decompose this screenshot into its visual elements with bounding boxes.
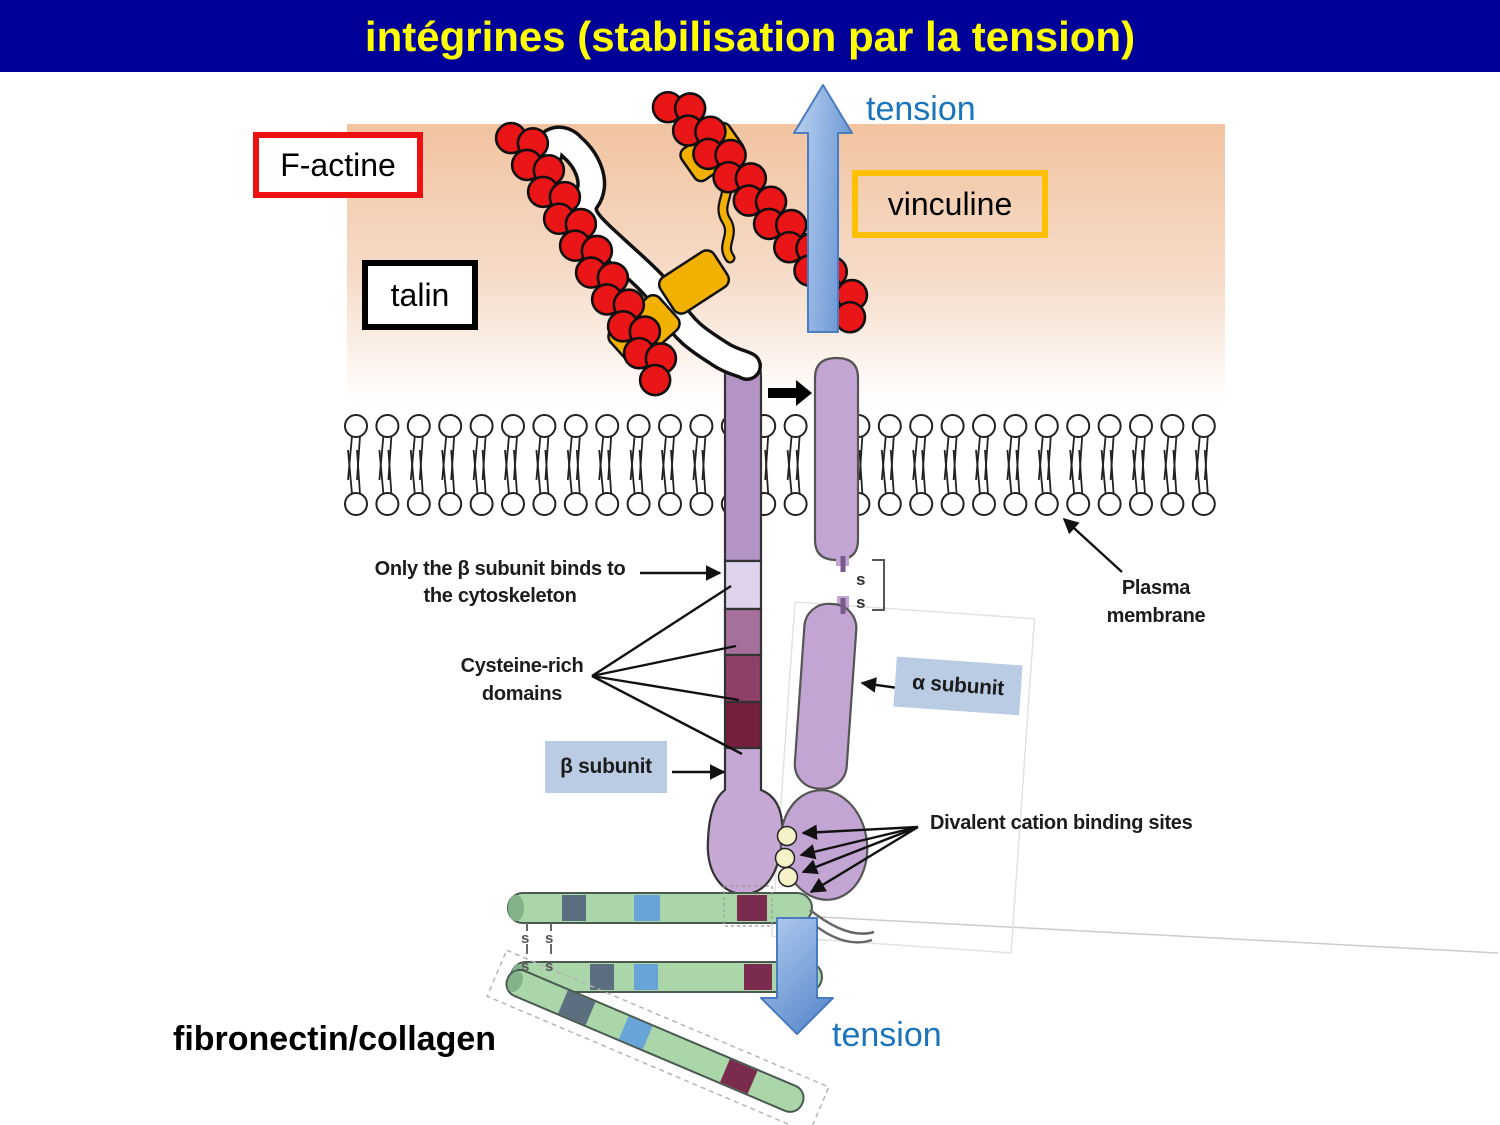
alpha-subunit-arrow	[860, 677, 899, 693]
f-actine-label: F-actine	[280, 146, 396, 183]
activation-shift-right-arrow	[768, 380, 812, 406]
vinculine-label-box: vinculine	[852, 170, 1048, 238]
divalent-cation-label: Divalent cation binding sites	[930, 812, 1193, 834]
plasma-membrane-arrow	[1062, 517, 1123, 573]
fibronectin-bars	[486, 885, 830, 1125]
tension-up-arrow	[793, 84, 853, 333]
tension-label-bottom: tension	[832, 1016, 942, 1054]
disulfide-bonds-fibronectin: s s s s	[521, 923, 553, 975]
fibronectin-collagen-label: fibronectin/collagen	[173, 1020, 497, 1058]
leader-arrows	[591, 517, 1123, 894]
only-beta-binds-label: Only the β subunit binds to the cytoskel…	[374, 558, 626, 607]
disulfide-s-label: s	[856, 570, 865, 589]
tilted-fibronectin-bar	[486, 949, 830, 1125]
slide-title-bar: intégrines (stabilisation par la tension…	[0, 0, 1500, 72]
alpha-subunit-shape	[779, 356, 869, 901]
page-title: intégrines (stabilisation par la tension…	[364, 13, 1136, 60]
beta-subunit-label-box: β subunit	[545, 741, 667, 793]
divalent-cation-sites	[774, 825, 799, 888]
scan-artifact-lines	[770, 601, 1499, 954]
f-actine-label-box: F-actine	[253, 132, 423, 198]
disulfide-s-label: s	[856, 593, 865, 612]
alpha-subunit-label-box: α subunit	[893, 656, 1023, 716]
cytoplasm-gradient-background	[347, 124, 1225, 404]
disulfide-s-label: s	[521, 958, 529, 975]
plasma-membrane-label: Plasma membrane	[1106, 577, 1206, 627]
disulfide-s-label: s	[521, 930, 529, 947]
cysteine-rich-domains-label: Cysteine-rich domains	[460, 655, 584, 705]
talin-label: talin	[390, 276, 450, 313]
talin-label-box: talin	[362, 260, 478, 330]
plasma-membrane-bilayer	[344, 414, 1216, 516]
f-actin-filament-left	[494, 121, 678, 397]
disulfide-s-label: s	[545, 958, 553, 975]
disulfide-s-label: s	[545, 930, 553, 947]
tension-down-arrow	[760, 917, 834, 1035]
tension-label-top: tension	[866, 90, 976, 128]
disulfide-bond-alpha: s s	[840, 556, 885, 614]
beta-subunit-shape	[706, 356, 784, 896]
vinculine-label: vinculine	[887, 185, 1013, 222]
